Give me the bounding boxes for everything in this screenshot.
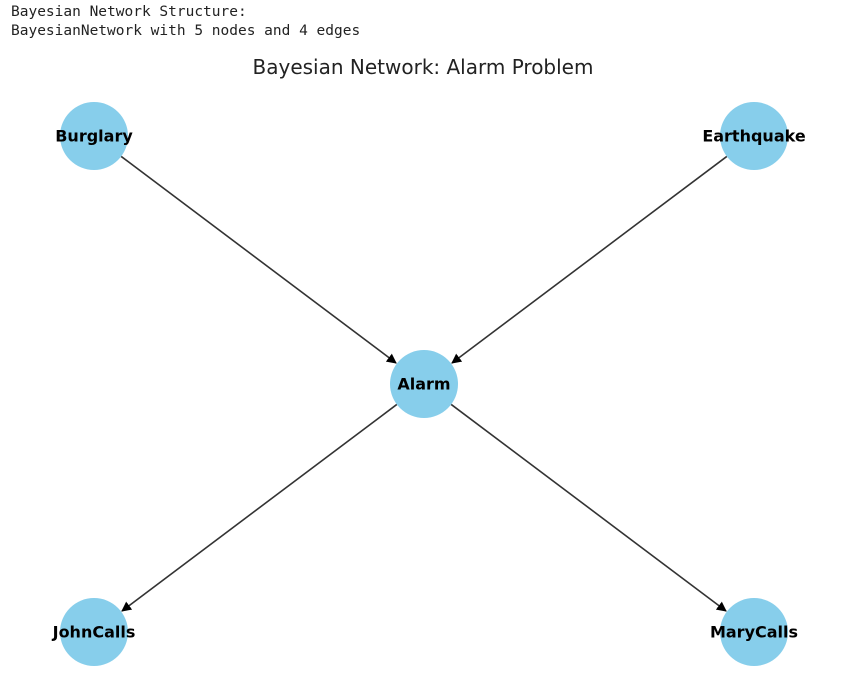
edge-burglary-to-alarm xyxy=(120,155,397,364)
edge-alarm-to-mary-calls xyxy=(450,403,727,612)
node-earthquake: Earthquake xyxy=(702,102,806,170)
edges-layer xyxy=(120,155,728,612)
node-alarm: Alarm xyxy=(390,350,458,418)
node-label-john-calls: JohnCalls xyxy=(52,623,136,642)
node-circle-burglary xyxy=(60,102,128,170)
console-line-network-summary: BayesianNetwork with 5 nodes and 4 edges xyxy=(11,23,361,39)
node-mary-calls: MaryCalls xyxy=(710,598,798,666)
node-circle-mary-calls xyxy=(720,598,788,666)
node-label-mary-calls: MaryCalls xyxy=(710,623,798,642)
node-circle-alarm xyxy=(390,350,458,418)
diagram-title: Bayesian Network: Alarm Problem xyxy=(253,55,594,79)
console-line-structure-header: Bayesian Network Structure: xyxy=(11,4,247,20)
edge-earthquake-to-alarm xyxy=(451,155,728,364)
node-label-earthquake: Earthquake xyxy=(702,127,806,146)
node-label-burglary: Burglary xyxy=(55,127,133,146)
edge-alarm-to-john-calls xyxy=(121,403,398,612)
node-label-alarm: Alarm xyxy=(397,375,450,394)
node-john-calls: JohnCalls xyxy=(52,598,136,666)
console-output: Bayesian Network Structure: BayesianNetw… xyxy=(11,3,360,41)
node-burglary: Burglary xyxy=(55,102,133,170)
node-circle-john-calls xyxy=(60,598,128,666)
node-circle-earthquake xyxy=(720,102,788,170)
